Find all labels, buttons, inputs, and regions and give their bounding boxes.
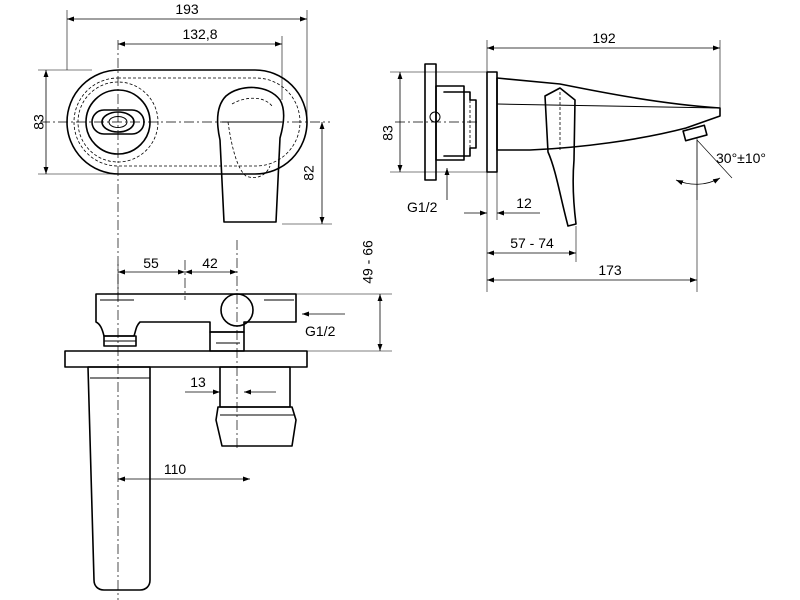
lever-plan-upper (219, 366, 291, 408)
spout-plan-outline (87, 366, 151, 591)
lever-handle-hidden-lower (227, 121, 271, 178)
valve-screw (429, 111, 441, 123)
dim-label-193: 193 (175, 1, 199, 17)
aerator (682, 124, 708, 142)
dim-label-12: 12 (516, 195, 532, 211)
inlet-label-side: G1/2 (407, 199, 438, 215)
dim-label-132-8: 132,8 (182, 26, 217, 42)
spout-side-line (496, 103, 721, 109)
valve-housing (443, 91, 477, 157)
dim-label-55: 55 (143, 255, 159, 271)
lever-plan-grip (215, 406, 297, 447)
dim-label-192: 192 (592, 30, 616, 46)
lever-handle-hidden (231, 97, 273, 107)
angle-arc (675, 177, 721, 186)
inlet-label-top: G1/2 (305, 323, 336, 339)
dim-label-57-74: 57 - 74 (510, 235, 554, 251)
lever-handle-outline (216, 86, 285, 223)
dim-label-83-front: 83 (31, 114, 47, 130)
top-view: 55 42 49 - 66 G1/2 13 110 (64, 240, 392, 591)
cover-plate-side (486, 71, 498, 173)
diverter-knob-hidden (77, 81, 159, 163)
dim-label-173: 173 (598, 262, 622, 278)
wall-plate-hidden-edge (73, 77, 301, 167)
side-view: 192 83 G1/2 12 57 - 74 173 30°±10° (380, 30, 766, 292)
dim-label-110: 110 (164, 461, 187, 477)
diverter-knob-slot (91, 109, 145, 135)
dim-label-angle: 30°±10° (716, 150, 766, 166)
spout-side-outline (496, 77, 721, 151)
lever-side-outline (544, 87, 577, 227)
diverter-knob-center (108, 116, 128, 128)
valve-body (435, 85, 465, 161)
wall-plate-top (64, 350, 308, 368)
dim-label-13: 13 (190, 374, 206, 390)
cartridge-neck (209, 331, 245, 352)
cartridge-circle (220, 293, 254, 327)
dim-label-82: 82 (301, 165, 317, 181)
dim-label-83-side: 83 (380, 125, 396, 141)
front-view: 193 132,8 83 82 (31, 1, 332, 600)
dim-label-49-66: 49 - 66 (360, 240, 376, 284)
diverter-knob-outer (85, 89, 151, 155)
dim-label-42: 42 (202, 255, 218, 271)
diverter-knob-hub (101, 111, 135, 133)
angle-ref-slant (696, 139, 733, 179)
